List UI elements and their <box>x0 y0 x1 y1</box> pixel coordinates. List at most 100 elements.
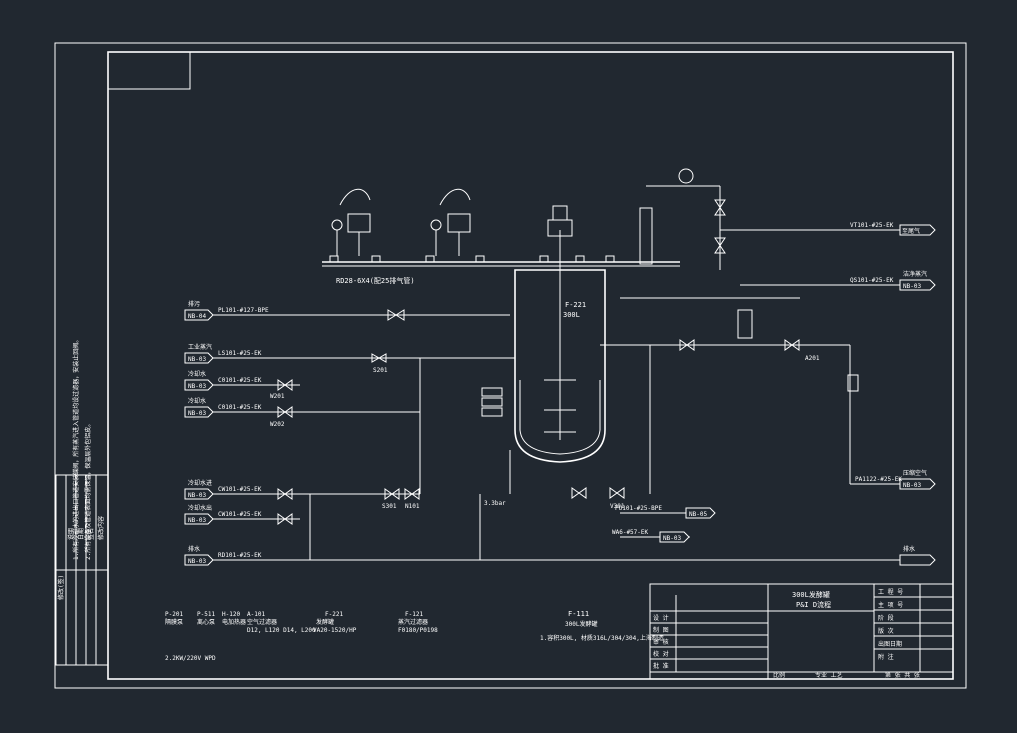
svg-text:N101: N101 <box>405 503 420 510</box>
svg-text:C0101-#25-EK: C0101-#25-EK <box>218 377 262 384</box>
side-notes: 1.所有冷却水的进出口管道安装蝶阀，所有蒸汽进入管道均设过滤器，安装止回阀。 2… <box>72 337 92 560</box>
svg-text:S301: S301 <box>382 503 397 510</box>
line-tag-9 <box>899 478 936 490</box>
valves: S201 W201 W202 S301 N101 V301 A201 <box>270 199 859 525</box>
outer-frame <box>54 42 967 689</box>
svg-text:QS101-#25-EK: QS101-#25-EK <box>850 277 894 284</box>
line-tag-12 <box>899 554 936 566</box>
vessel-f221: F-221 300L 3.3bar <box>481 205 606 507</box>
svg-text:2.2KW/220V WPD: 2.2KW/220V WPD <box>165 655 216 662</box>
svg-text:冷却水出: 冷却水出 <box>188 504 212 512</box>
line-tag-8 <box>899 279 936 291</box>
svg-text:离心泵: 离心泵 <box>197 618 215 626</box>
svg-text:主 项 号: 主 项 号 <box>878 601 903 609</box>
svg-text:冷却水: 冷却水 <box>188 370 206 378</box>
svg-text:空气过滤器: 空气过滤器 <box>247 618 277 626</box>
svg-text:修改内容: 修改内容 <box>97 516 105 540</box>
equipment-legend: P-201 隔膜泵 P-511 离心泵 H-120 电加热器 A-101 空气过… <box>165 610 664 662</box>
svg-text:1.容积300L, 材质316L/304/304,上海制造: 1.容积300L, 材质316L/304/304,上海制造 <box>540 634 664 642</box>
svg-text:F-121: F-121 <box>405 611 423 618</box>
svg-text:电加热器: 电加热器 <box>222 618 246 626</box>
line-tag-0 <box>184 309 214 321</box>
revision-table: 修改(签) 说明 日期 签名 修改内容 <box>55 474 109 666</box>
svg-text:A201: A201 <box>805 355 820 362</box>
condenser <box>639 168 930 270</box>
svg-text:PL101-#127-BPE: PL101-#127-BPE <box>218 307 269 314</box>
svg-text:洁净蒸汽: 洁净蒸汽 <box>903 270 927 278</box>
line-tag-10 <box>685 507 716 519</box>
svg-text:NB-03: NB-03 <box>188 383 206 390</box>
svg-text:专业 工艺: 专业 工艺 <box>815 671 843 679</box>
svg-text:WA6-#57-EK: WA6-#57-EK <box>612 529 649 536</box>
side-note-1: 1.所有冷却水的进出口管道安装蝶阀，所有蒸汽进入管道均设过滤器，安装止回阀。 <box>72 337 80 560</box>
line-tag-5 <box>184 513 214 525</box>
svg-text:隔膜泵: 隔膜泵 <box>165 618 183 626</box>
svg-text:比例: 比例 <box>773 671 785 679</box>
corner-box <box>107 51 191 90</box>
top-instrument-1 <box>331 188 371 256</box>
svg-text:审 核: 审 核 <box>653 638 669 646</box>
svg-text:工 程 号: 工 程 号 <box>878 588 903 596</box>
svg-text:A-101: A-101 <box>247 611 265 618</box>
svg-text:F-221: F-221 <box>325 611 343 618</box>
line-tag-4 <box>184 488 214 500</box>
side-note-2: 2.所有设备及管道表面均需保温，保温层外包铝皮。 <box>84 421 92 560</box>
line-labels: NB-04 排污 PL101-#127-BPE NB-03 工业蒸汽 LS101… <box>184 222 936 566</box>
header-line: RD28-6X4(配25排气管) <box>322 255 680 285</box>
vessel-tag: F-221 <box>565 301 586 309</box>
svg-text:冷却水进: 冷却水进 <box>188 479 212 487</box>
header-line-tag: RD28-6X4(配25排气管) <box>336 276 415 285</box>
svg-text:D12, L120 D14, L200: D12, L120 D14, L200 <box>247 627 316 634</box>
vessel-volume: 300L <box>563 311 580 319</box>
svg-text:排水: 排水 <box>188 545 200 553</box>
svg-text:C0101-#25-EK: C0101-#25-EK <box>218 404 262 411</box>
svg-text:NB-03: NB-03 <box>663 535 681 542</box>
svg-text:NB-04: NB-04 <box>188 313 206 320</box>
svg-text:W202: W202 <box>270 421 285 428</box>
vessel-jacket-label: 3.3bar <box>484 500 506 507</box>
svg-text:NB-03: NB-03 <box>188 356 206 363</box>
svg-text:NB-03: NB-03 <box>188 492 206 499</box>
svg-text:至尾气: 至尾气 <box>902 227 920 235</box>
svg-text:蒸汽过滤器: 蒸汽过滤器 <box>398 618 428 626</box>
svg-text:PU101-#25-BPE: PU101-#25-BPE <box>615 505 662 512</box>
svg-text:RD101-#25-EK: RD101-#25-EK <box>218 552 262 559</box>
svg-text:W201: W201 <box>270 393 285 400</box>
svg-text:发酵罐: 发酵罐 <box>316 618 334 626</box>
svg-text:压缩空气: 压缩空气 <box>903 469 927 477</box>
svg-text:NB-03: NB-03 <box>188 517 206 524</box>
svg-text:说明: 说明 <box>67 528 75 540</box>
svg-text:LS101-#25-EK: LS101-#25-EK <box>218 350 262 357</box>
svg-text:制 图: 制 图 <box>653 626 669 634</box>
svg-text:P-201: P-201 <box>165 611 183 618</box>
svg-text:P-511: P-511 <box>197 611 215 618</box>
revision-title: 修改(签) <box>57 575 65 600</box>
svg-text:S201: S201 <box>373 367 388 374</box>
svg-text:阶 段: 阶 段 <box>878 614 894 622</box>
svg-text:NB-03: NB-03 <box>903 283 921 290</box>
svg-text:日期: 日期 <box>77 528 85 540</box>
svg-text:VA20-1520/HP: VA20-1520/HP <box>313 627 357 634</box>
svg-text:F-111: F-111 <box>568 610 589 618</box>
svg-text:NB-03: NB-03 <box>188 410 206 417</box>
svg-text:H-120: H-120 <box>222 611 240 618</box>
svg-text:NB-05: NB-05 <box>689 511 707 518</box>
svg-text:F0180/P0198: F0180/P0198 <box>398 627 438 634</box>
line-tag-1 <box>184 352 214 364</box>
inner-frame <box>107 51 954 680</box>
line-tag-6 <box>184 554 214 566</box>
title-block: 300L发酵罐 P&I D流程 设 计 制 图 审 核 校 对 批 准 工 程 … <box>649 583 954 680</box>
svg-text:签名: 签名 <box>87 528 95 540</box>
line-tag-3 <box>184 406 214 418</box>
svg-text:版 次: 版 次 <box>878 627 894 635</box>
drawing-subtitle: P&I D流程 <box>796 600 831 609</box>
svg-text:V301: V301 <box>610 503 625 510</box>
svg-text:CW101-#25-EK: CW101-#25-EK <box>218 511 262 518</box>
svg-text:NB-03: NB-03 <box>188 558 206 565</box>
svg-text:校 对: 校 对 <box>653 650 669 658</box>
svg-text:排污: 排污 <box>188 300 200 308</box>
svg-text:排水: 排水 <box>903 545 915 553</box>
svg-text:批 准: 批 准 <box>653 662 669 670</box>
svg-text:第 张 共 张: 第 张 共 张 <box>885 671 920 679</box>
